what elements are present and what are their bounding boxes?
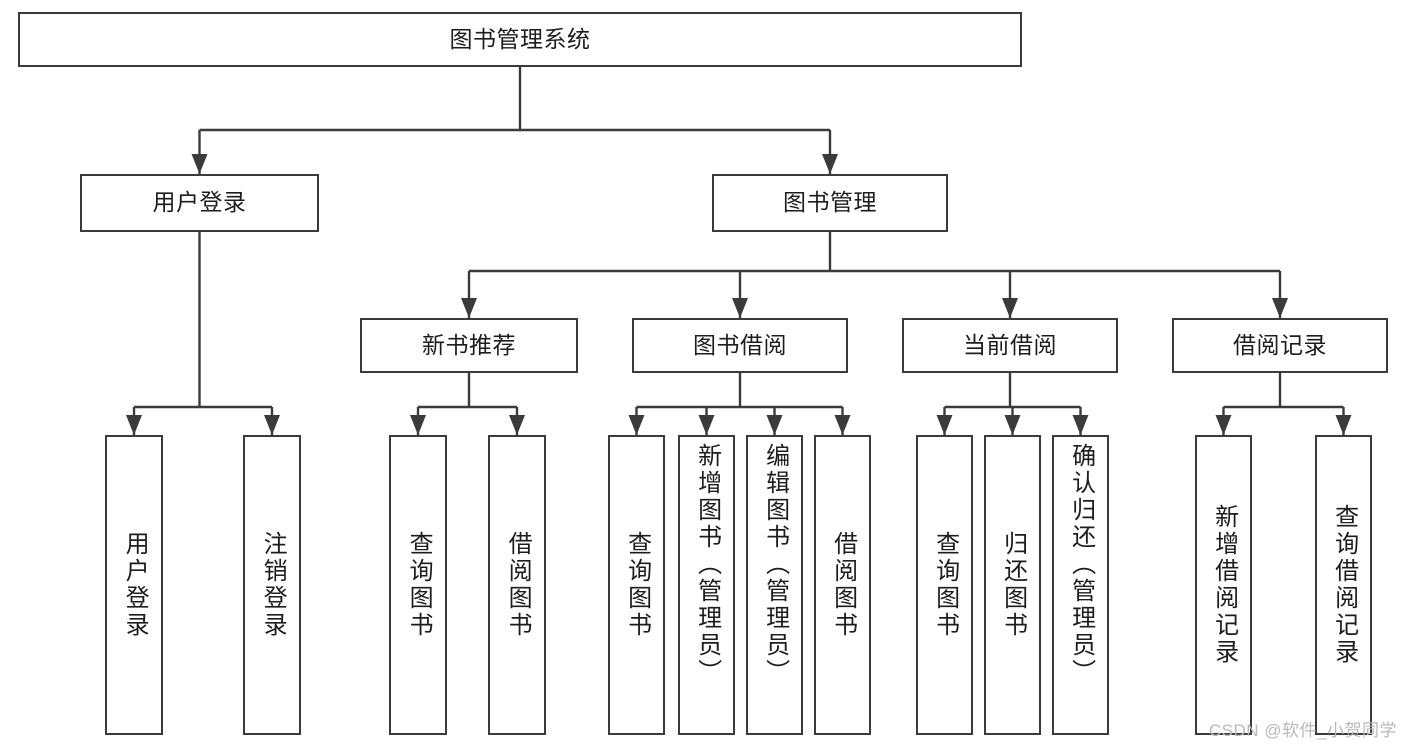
node-borrow-record: 借阅记录 [1172,318,1388,373]
node-leaf-query-book-2: 查询图书 [608,435,665,735]
arrowhead-book-borrow-to-leaf-query-book-2 [628,415,645,435]
arrowhead-current-borrow-to-leaf-confirm-return [1072,415,1089,435]
node-label-book-manage: 图书管理 [783,189,877,216]
node-leaf-query-book-3: 查询图书 [916,435,973,735]
arrowhead-borrow-record-to-leaf-query-record [1335,415,1352,435]
node-current-borrow: 当前借阅 [902,318,1118,373]
arrowhead-book-manage-to-current-borrow [1002,298,1018,318]
node-leaf-user-logout: 注销登录 [243,435,301,735]
node-label-leaf-return-book: 归还图书 [999,531,1027,639]
node-label-leaf-user-logout: 注销登录 [259,531,287,639]
arrowhead-borrow-record-to-leaf-add-record [1215,415,1232,435]
arrowhead-book-manage-to-new-book-rec [461,298,477,318]
node-label-leaf-query-book-2: 查询图书 [623,531,651,639]
node-label-leaf-add-book: 新增图书（管理员） [693,443,721,686]
arrowhead-current-borrow-to-leaf-return-book [1004,415,1021,435]
node-label-new-book-rec: 新书推荐 [422,331,516,358]
node-label-leaf-confirm-return: 确认归还（管理员） [1067,443,1095,686]
arrowhead-book-borrow-to-leaf-add-book [698,415,715,435]
arrowhead-root-to-user-login [191,154,208,174]
node-leaf-confirm-return: 确认归还（管理员） [1052,435,1109,735]
node-leaf-user-login: 用户登录 [105,435,163,735]
node-book-borrow: 图书借阅 [632,318,848,373]
node-label-leaf-borrow-book-1: 借阅图书 [504,531,532,639]
node-leaf-edit-book: 编辑图书（管理员） [746,435,803,735]
node-leaf-borrow-book-2: 借阅图书 [814,435,871,735]
arrowhead-current-borrow-to-leaf-query-book-3 [936,415,953,435]
arrowhead-book-borrow-to-leaf-borrow-book-2 [834,415,851,435]
node-leaf-add-record: 新增借阅记录 [1195,435,1252,735]
node-label-book-borrow: 图书借阅 [693,331,787,358]
node-label-leaf-query-book-1: 查询图书 [405,531,433,639]
arrowhead-book-manage-to-borrow-record [1272,298,1288,318]
arrowhead-user-login-to-leaf-user-login [126,415,142,435]
watermark-label: CSDN @软件_小贺同学 [1208,721,1397,740]
arrowhead-user-login-to-leaf-user-logout [264,415,280,435]
node-label-leaf-user-login: 用户登录 [121,531,149,639]
node-leaf-query-record: 查询借阅记录 [1315,435,1372,735]
node-label-current-borrow: 当前借阅 [963,331,1057,358]
node-label-user-login: 用户登录 [152,189,247,216]
node-leaf-return-book: 归还图书 [984,435,1041,735]
node-leaf-query-book-1: 查询图书 [389,435,447,735]
node-leaf-borrow-book-1: 借阅图书 [488,435,546,735]
node-label-leaf-borrow-book-2: 借阅图书 [829,531,857,639]
node-leaf-add-book: 新增图书（管理员） [678,435,735,735]
node-book-manage: 图书管理 [712,174,948,232]
node-label-leaf-query-record: 查询借阅记录 [1330,504,1358,666]
arrowhead-root-to-book-manage [822,154,838,174]
node-label-root: 图书管理系统 [449,25,591,52]
node-label-leaf-query-book-3: 查询图书 [931,531,959,639]
node-label-borrow-record: 借阅记录 [1233,331,1327,358]
node-label-leaf-edit-book: 编辑图书（管理员） [761,443,789,686]
arrowhead-new-book-rec-to-leaf-query-book-1 [410,415,426,435]
node-label-leaf-add-record: 新增借阅记录 [1210,504,1238,666]
node-root: 图书管理系统 [18,12,1022,67]
arrowhead-new-book-rec-to-leaf-borrow-book-1 [509,415,525,435]
node-user-login: 用户登录 [80,174,319,232]
arrowhead-book-borrow-to-leaf-edit-book [766,415,783,435]
arrowhead-book-manage-to-book-borrow [732,298,748,318]
node-new-book-rec: 新书推荐 [360,318,578,373]
